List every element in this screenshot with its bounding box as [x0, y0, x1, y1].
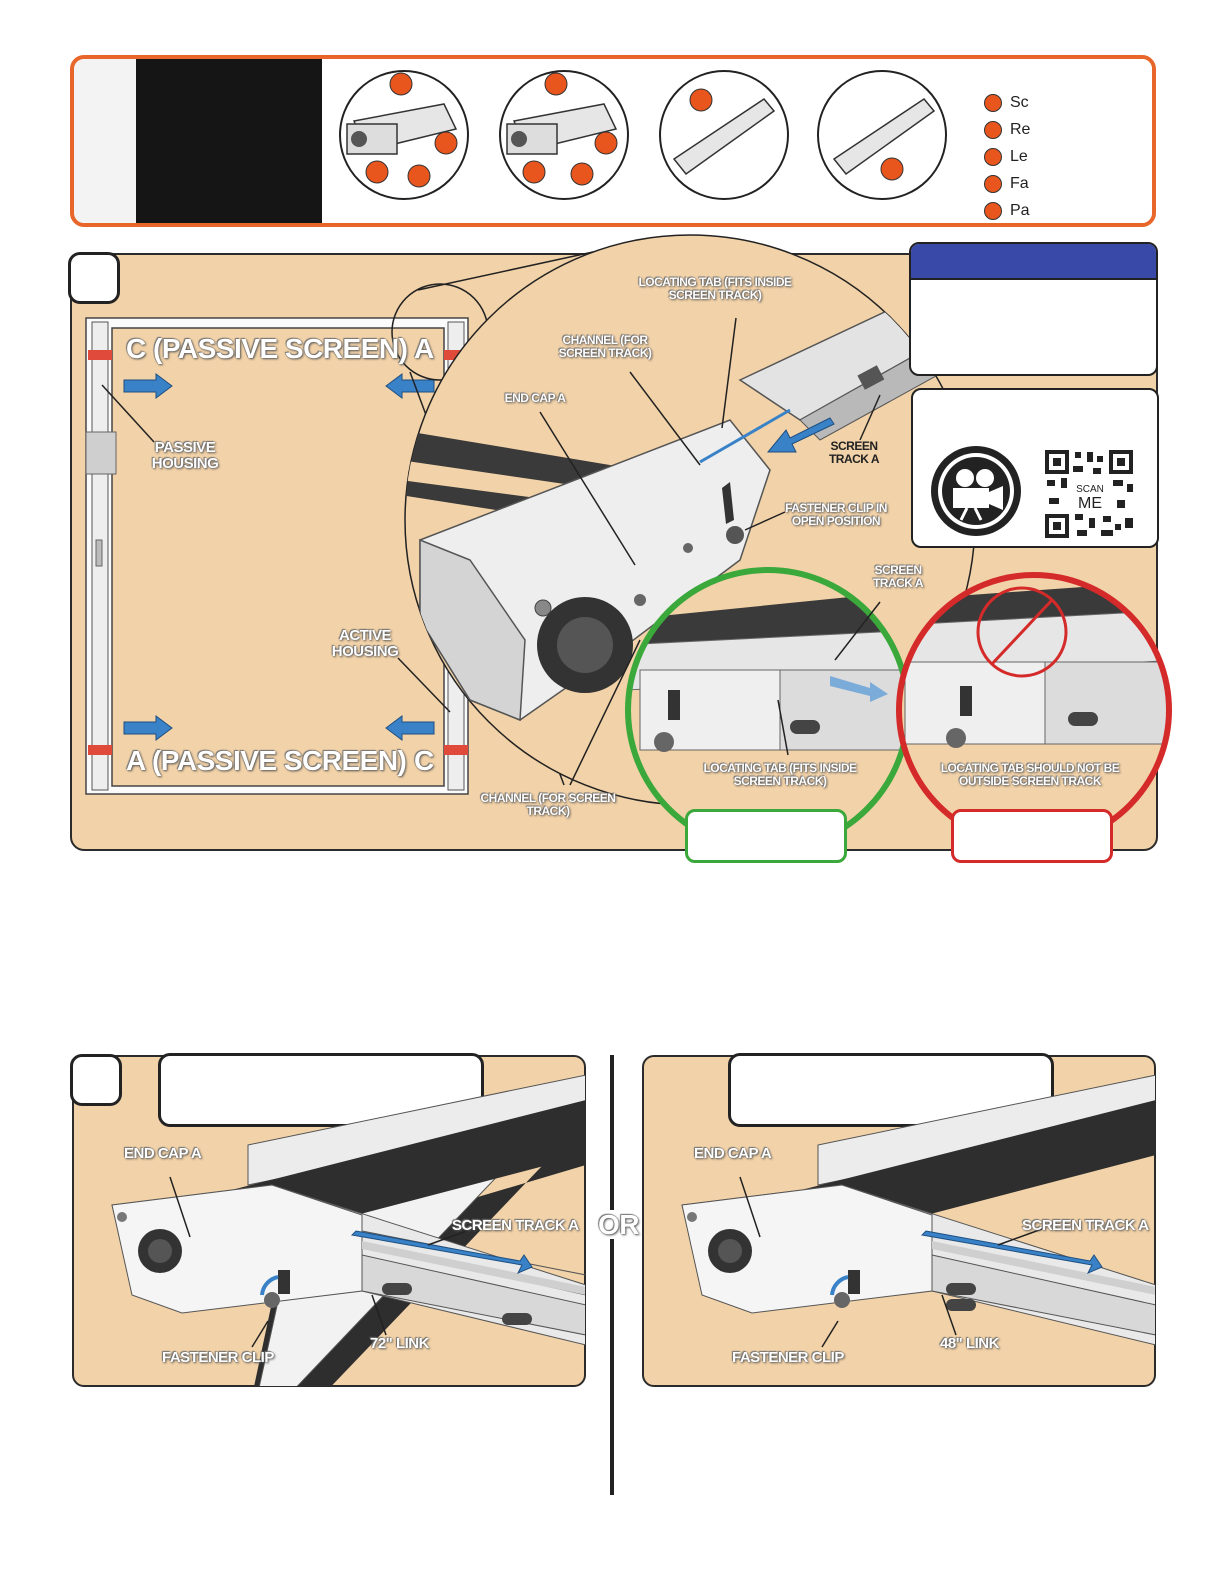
leader-lines — [101, 384, 451, 713]
step2-right-screen-track-label: SCREEN TRACK A — [1022, 1217, 1149, 1234]
qr-scan-text: SCAN — [1076, 484, 1104, 495]
locating-tab-wrong-label: LOCATING TAB SHOULD NOT BE OUTSIDE SCREE… — [940, 761, 1120, 788]
parts-legend-panel: Sc Re Le Fa Pa — [70, 55, 1156, 227]
direction-arrows — [123, 373, 435, 741]
or-divider — [610, 1055, 614, 1495]
qr-code-icon: SCAN ME — [1043, 448, 1135, 540]
screen-frame — [85, 317, 469, 795]
legend-dot — [984, 202, 1002, 220]
step2-left-fastener-label: FASTENER CLIP — [162, 1349, 274, 1366]
channel-label-top: CHANNEL (FOR SCREEN TRACK) — [558, 333, 652, 360]
legend-item: Sc — [984, 91, 1029, 115]
legend-label: Re — [1010, 121, 1031, 138]
corner-label-c-bottom: C — [414, 745, 434, 776]
parts-illustrations — [339, 70, 947, 200]
correct-tag — [685, 809, 847, 863]
note-header — [911, 244, 1156, 280]
step2-right-link-label: 48" LINK — [940, 1335, 999, 1352]
locating-tab-label: LOCATING TAB (FITS INSIDE SCREEN TRACK) — [638, 275, 792, 302]
legend-item: Re — [984, 118, 1030, 142]
legend-label: Sc — [1010, 94, 1029, 111]
legend-dot — [984, 94, 1002, 112]
corner-label-c-top: C (PASSIVE SCREEN) — [126, 333, 408, 364]
corner-label-a-top: A — [414, 333, 434, 364]
step2-left-screen-track-label: SCREEN TRACK A — [452, 1217, 579, 1234]
incorrect-tag — [951, 809, 1113, 863]
step2-right-fastener-label: FASTENER CLIP — [732, 1349, 844, 1366]
or-label: OR — [598, 1209, 640, 1240]
screen-track-label-2: SCREEN TRACK A — [872, 563, 924, 590]
locating-tab-label-2: LOCATING TAB (FITS INSIDE SCREEN TRACK) — [703, 761, 857, 788]
qr-me-text: ME — [1078, 495, 1102, 512]
passive-housing-label: PASSIVE HOUSING — [151, 439, 219, 472]
part-circle-4 — [817, 70, 947, 200]
zoom-leader-lines — [539, 317, 881, 566]
step-2-left-parts — [111, 1074, 585, 1348]
part-circle-1 — [339, 70, 469, 200]
channel-label-bottom: CHANNEL (FOR SCREEN TRACK) — [480, 791, 616, 818]
step2-right-end-cap-label: END CAP A — [694, 1145, 772, 1162]
step2-left-end-cap-label: END CAP A — [124, 1145, 202, 1162]
step-1-badge — [68, 252, 120, 304]
legend-label: Le — [1010, 148, 1028, 165]
legend-item: Le — [984, 145, 1028, 169]
video-box: SCAN ME — [911, 388, 1159, 548]
legend-title-block — [136, 59, 322, 223]
legend-dot — [984, 175, 1002, 193]
incorrect-detail-circle — [896, 572, 1172, 848]
detail-leader-lines — [569, 601, 881, 786]
corner-label-a-bottom: A (PASSIVE SCREEN) — [126, 745, 407, 776]
video-camera-icon — [931, 446, 1021, 536]
fastener-clip-label: FASTENER CLIP IN OPEN POSITION — [785, 501, 887, 528]
screen-track-label-1: SCREEN TRACK A — [828, 439, 880, 466]
part-circle-2 — [499, 70, 629, 200]
end-cap-label: END CAP A — [504, 391, 566, 405]
step-2-badge — [70, 1054, 122, 1106]
legend-dot — [984, 148, 1002, 166]
part-circle-3 — [659, 70, 789, 200]
step-2-right-parts — [681, 1074, 1155, 1348]
legend-label: Fa — [1010, 175, 1029, 192]
note-box — [909, 242, 1158, 376]
legend-label: Pa — [1010, 202, 1030, 219]
legend-item: Fa — [984, 172, 1029, 196]
legend-dot — [984, 121, 1002, 139]
step2-left-link-label: 72" LINK — [370, 1335, 429, 1352]
legend-item: Pa — [984, 199, 1030, 223]
active-housing-label: ACTIVE HOUSING — [331, 627, 399, 660]
step-1-illustration — [85, 234, 1172, 853]
